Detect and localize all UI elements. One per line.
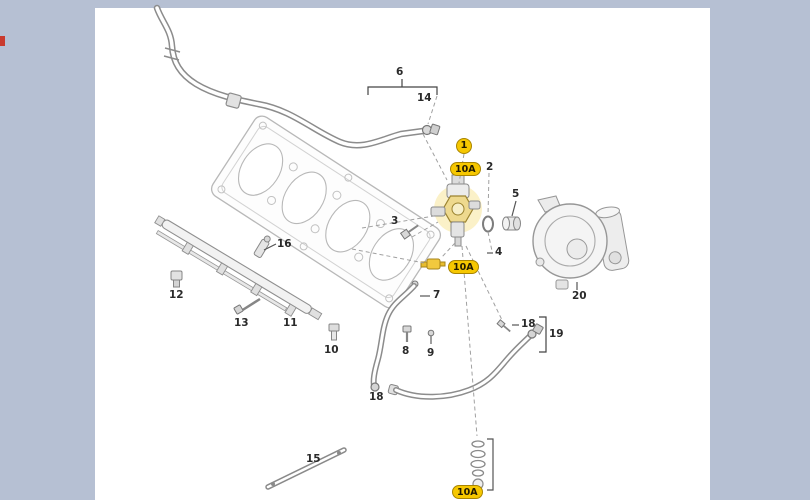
screw-part-9[interactable] xyxy=(427,329,435,344)
plug-part-10a[interactable] xyxy=(420,258,446,270)
part-label-10[interactable]: 10 xyxy=(324,344,339,356)
o-ring-part-2[interactable] xyxy=(482,215,494,233)
banjo-bolt-14[interactable] xyxy=(421,123,441,136)
vent-hose-upper[interactable] xyxy=(370,280,419,392)
part-label-3[interactable]: 3 xyxy=(391,215,399,227)
part-label-16[interactable]: 16 xyxy=(277,238,292,250)
hp-fuel-pump[interactable] xyxy=(430,174,482,247)
sensor-part-12[interactable] xyxy=(170,270,183,288)
seal-stack[interactable] xyxy=(470,438,494,491)
retainer-rail-15[interactable] xyxy=(265,447,347,490)
part-label-4[interactable]: 4 xyxy=(495,246,503,258)
part-label-11[interactable]: 11 xyxy=(283,317,298,329)
injector-part-16[interactable] xyxy=(253,234,272,258)
part-label-5[interactable]: 5 xyxy=(512,188,520,200)
edge-red-marker xyxy=(0,36,5,46)
fuel-rail[interactable] xyxy=(150,215,323,329)
part-badge-10a-bottom[interactable]: 10A xyxy=(452,485,483,499)
part-label-6[interactable]: 6 xyxy=(396,66,404,78)
part-callout-1[interactable]: 1 xyxy=(456,138,472,154)
part-label-8[interactable]: 8 xyxy=(402,345,410,357)
bolt-part-8[interactable] xyxy=(402,325,412,342)
part-label-18-left[interactable]: 18 xyxy=(369,391,384,403)
part-badge-10a-top[interactable]: 10A xyxy=(450,162,481,176)
fuel-supply-line[interactable] xyxy=(153,4,427,149)
vacuum-pump[interactable] xyxy=(532,195,630,290)
part-label-15[interactable]: 15 xyxy=(306,453,321,465)
part-label-14[interactable]: 14 xyxy=(417,92,432,104)
part-label-2[interactable]: 2 xyxy=(486,161,494,173)
union-part-10[interactable] xyxy=(328,323,340,341)
bracket-group-19 xyxy=(539,316,547,353)
leader-ticks xyxy=(263,200,578,326)
part-label-12[interactable]: 12 xyxy=(169,289,184,301)
part-label-18-right[interactable]: 18 xyxy=(521,318,536,330)
vent-hose-lower[interactable] xyxy=(387,319,544,400)
bracket-group-6 xyxy=(367,79,438,95)
part-label-20[interactable]: 20 xyxy=(572,290,587,302)
part-badge-10a-mid[interactable]: 10A xyxy=(448,260,479,274)
screw-part-13[interactable] xyxy=(233,297,261,315)
part-label-19[interactable]: 19 xyxy=(549,328,564,340)
dashed-leader-lines xyxy=(351,95,503,437)
part-label-9[interactable]: 9 xyxy=(427,347,435,359)
part-label-13[interactable]: 13 xyxy=(234,317,249,329)
part-label-7[interactable]: 7 xyxy=(433,289,441,301)
cylinder-head-cover[interactable] xyxy=(208,113,444,312)
spacer-part-5[interactable] xyxy=(502,216,521,231)
bolt-part-3[interactable] xyxy=(399,222,421,240)
